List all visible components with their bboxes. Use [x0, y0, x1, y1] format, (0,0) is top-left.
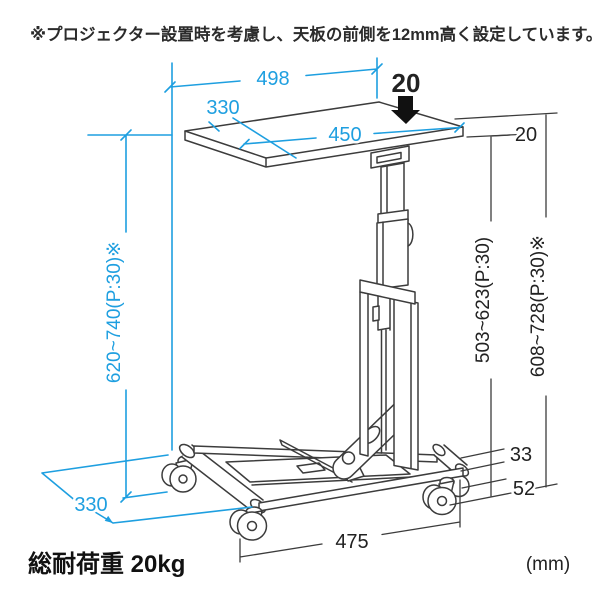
column-mount-bracket [370, 145, 410, 169]
dim-under-top-height-label: 503~623(P:30) [473, 237, 494, 363]
dim-top-surface-width-label: 450 [328, 124, 361, 146]
dim-front-raise-label: 20 [392, 68, 421, 98]
frame-left-upright [359, 291, 369, 457]
dim-top-width-label: 498 [256, 68, 289, 90]
caster-back-left [161, 455, 197, 493]
dim-base-height-label: 52 [513, 478, 535, 500]
base-panel [225, 454, 413, 486]
tabletop [184, 101, 464, 168]
dim-total-height-label: 608~728(P:30)※ [528, 235, 549, 377]
dim-base-frame-height-label: 33 [510, 444, 532, 466]
load-capacity-label: 総耐荷重 20kg [28, 550, 185, 578]
dim-table-height-range-label: 620~740(P:30)※ [104, 241, 125, 383]
dim-base-depth-label: 330 [74, 494, 107, 516]
unit-label: (mm) [526, 554, 570, 575]
column-upper-tube [380, 162, 405, 217]
frame-right-upright [393, 297, 419, 471]
black-dimension-lines [239, 112, 558, 563]
caster-front-left [229, 506, 268, 541]
caster-front-right [422, 476, 457, 516]
dim-top-thickness-label: 20 [515, 124, 537, 146]
column-outer-tube [376, 218, 414, 290]
frame-top-bar [359, 279, 416, 305]
blue-dimension-lines [41, 57, 465, 524]
cart-structure [161, 101, 470, 541]
dim-top-depth-label: 330 [206, 97, 239, 119]
dim-base-width-label: 475 [335, 531, 368, 553]
top-note: ※プロジェクター設置時を考慮し、天板の前側を12mm高く設定しています。 [30, 24, 600, 44]
front-raise-arrow [391, 96, 420, 124]
column-lower-rods [372, 295, 391, 454]
clamp-knob [407, 222, 414, 247]
